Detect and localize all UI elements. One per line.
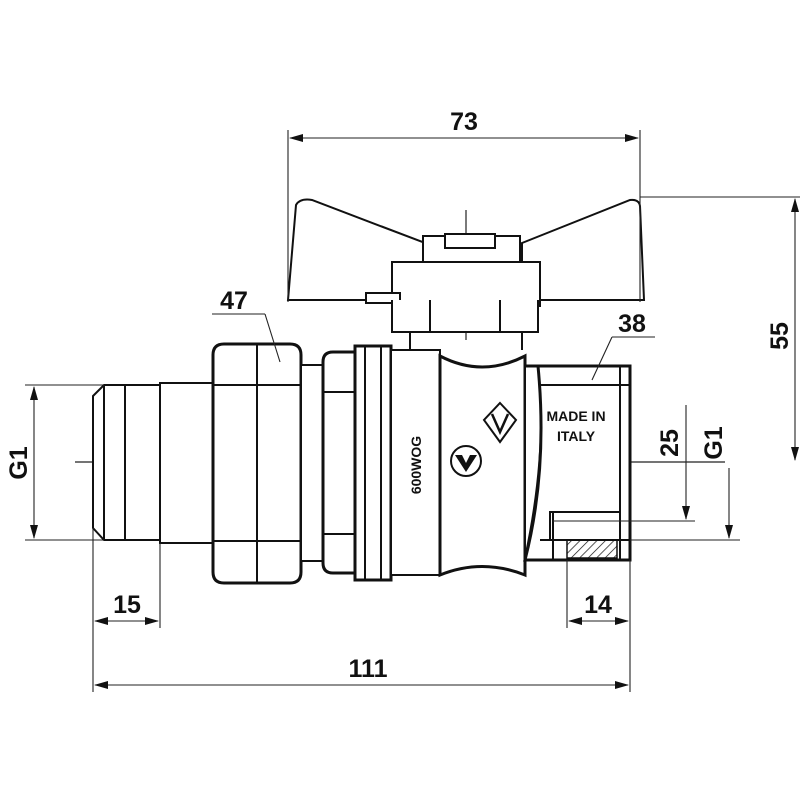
handle-stop-tab [365, 292, 401, 304]
union-body [321, 344, 393, 582]
dimension-25: 25 [553, 405, 695, 522]
dim-label-g1-right: G1 [700, 426, 728, 459]
marking-origin-line2: ITALY [557, 428, 596, 444]
stem-housing [391, 300, 539, 333]
valve-logo-icon [450, 445, 482, 477]
dimension-g1-left: G1 [5, 384, 104, 541]
body-center [438, 353, 527, 578]
union-tail [159, 382, 214, 544]
female-thread-cutaway [549, 511, 621, 541]
dimension-15: 15 [92, 528, 161, 692]
butterfly-handle [286, 198, 646, 350]
dim-label-14: 14 [584, 591, 612, 619]
dimension-g1-right: G1 [630, 426, 740, 541]
dim-label-111: 111 [349, 655, 388, 683]
dim-label-47: 47 [220, 287, 248, 315]
dimension-38: 38 [591, 310, 655, 381]
dim-label-g1-left: G1 [5, 446, 33, 479]
union-body-hex [321, 350, 357, 575]
valve-body: 600WOG MADE IN ITALY [390, 349, 632, 578]
hex-union-nut [211, 342, 324, 585]
marking-origin-line1: MADE IN [546, 408, 605, 424]
arrowhead-icon [482, 401, 518, 444]
stem-housing-lines [429, 300, 501, 332]
dim-label-55: 55 [766, 322, 794, 350]
nut-collar [300, 364, 324, 562]
dim-label-25: 25 [656, 429, 684, 457]
male-thread-end [92, 382, 214, 544]
handle-base-block [391, 261, 541, 307]
dim-label-15: 15 [113, 591, 141, 619]
dim-label-73: 73 [450, 108, 478, 136]
dimension-47: 47 [212, 287, 281, 363]
dim-label-38: 38 [618, 310, 646, 338]
dimension-55: 55 [640, 196, 800, 461]
dimension-73: 73 [287, 108, 641, 302]
union-ring [353, 344, 393, 582]
dimension-111: 111 [94, 655, 629, 689]
marking-pressure: 600WOG [408, 436, 424, 494]
thread-hatch [566, 539, 618, 559]
dimension-14: 14 [566, 560, 631, 692]
handle-nut [444, 233, 496, 249]
